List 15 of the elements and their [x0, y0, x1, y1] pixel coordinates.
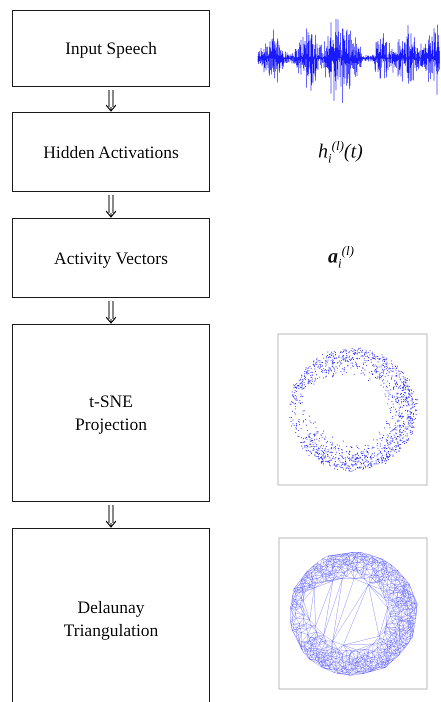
- double-arrow: [105, 90, 117, 112]
- process-box: [12, 528, 210, 702]
- node-label: Input Speech: [64, 37, 158, 60]
- double-arrow: [105, 194, 117, 218]
- node-label: Activity Vectors: [53, 246, 169, 270]
- process-box: [12, 324, 210, 502]
- math-formula: h$_{i}$$^{(l)}$(t): [318, 138, 363, 167]
- process-box: [12, 112, 210, 192]
- node-label: Hidden Activations: [42, 140, 180, 164]
- node-label: Delaunay Triangulation: [62, 596, 160, 642]
- process-box: [12, 10, 210, 87]
- double-arrow: [105, 300, 117, 324]
- process-box: [12, 218, 210, 298]
- double-arrow: [105, 504, 117, 528]
- node-label: t-SNE Projection: [74, 390, 148, 436]
